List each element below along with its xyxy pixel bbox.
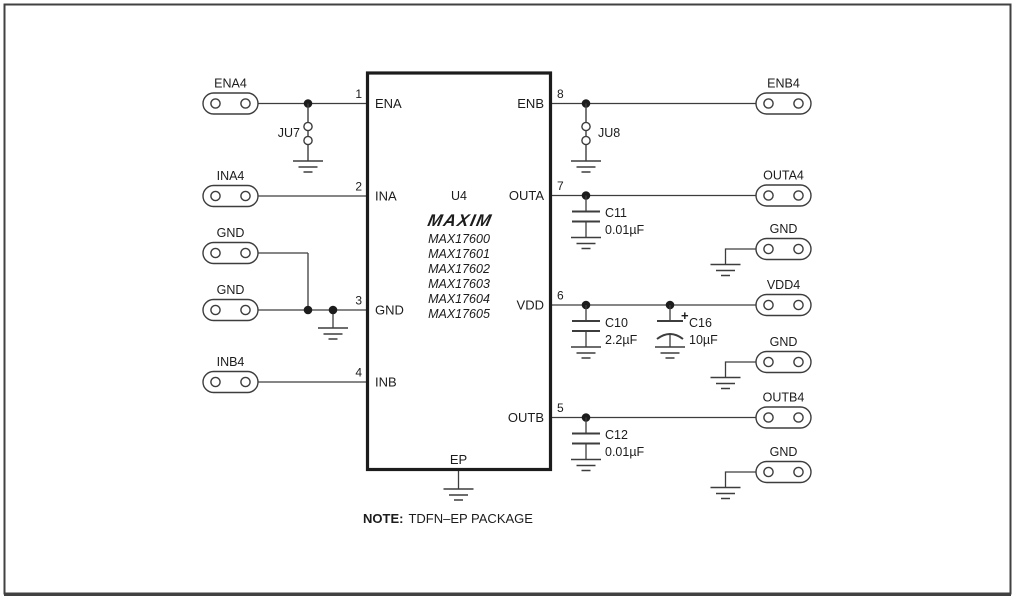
pin-label-inb: INB (375, 375, 397, 390)
capacitor-c11 (571, 194, 601, 239)
pin-number-3: 3 (355, 294, 362, 308)
capacitors: C11 0.01µF C10 2.2µF + C16 10µF C12 0.01… (571, 194, 718, 461)
note-text: NOTE: TDFN–EP PACKAGE (363, 511, 533, 526)
connectors-right: ENB4 OUTA4 GND VDD4 GND OUTB4 GND (755, 77, 812, 484)
maxim-logo: MAXIM (426, 210, 494, 230)
jumper-label-ju8: JU8 (598, 126, 620, 140)
pin-number-4: 4 (355, 366, 362, 380)
part-number: MAX17602 (428, 262, 490, 276)
connector-label-vdd4: VDD4 (767, 278, 800, 292)
wire-gnd-r2 (724, 361, 757, 378)
pin-number-8: 8 (557, 87, 564, 101)
ground-symbol-ju7 (292, 160, 324, 173)
pin-label-outb: OUTB (508, 410, 544, 425)
connector-label-outb4: OUTB4 (763, 391, 805, 405)
capacitor-value-c12: 0.01µF (605, 445, 645, 459)
capacitor-ref-c16: C16 (689, 316, 712, 330)
pin-label-gnd: GND (375, 303, 404, 318)
connector-vdd4 (755, 293, 812, 317)
pin-number-7: 7 (557, 179, 564, 193)
capacitor-c12 (571, 416, 601, 461)
ground-symbol-r3 (709, 486, 742, 500)
capacitor-value-c16: 10µF (689, 333, 718, 347)
ground-symbol-ju8 (570, 160, 602, 173)
pin-label-vdd: VDD (517, 298, 544, 313)
page-border (3, 3, 1012, 597)
ground-symbol-r2 (709, 376, 742, 390)
ic-refdes: U4 (451, 189, 467, 203)
pin-label-ina: INA (375, 189, 397, 204)
capacitor-ref-c10: C10 (605, 316, 628, 330)
connector-label-gnd-right2: GND (770, 335, 798, 349)
ground-symbol-ep (442, 488, 475, 501)
svg-text:MAXIM: MAXIM (426, 210, 494, 230)
connector-label-gnd-right3: GND (770, 445, 798, 459)
connector-inb4 (202, 370, 259, 394)
part-number: MAX17605 (428, 307, 490, 321)
ep-pad-label: EP (450, 452, 467, 467)
connector-label-gnd-left1: GND (217, 226, 245, 240)
pin-label-ena: ENA (375, 96, 402, 111)
junction-dot (328, 305, 338, 315)
ic-body (365, 71, 553, 472)
capacitor-value-c11: 0.01µF (605, 223, 645, 237)
ic-u4: U4 MAXIM MAX17600 MAX17601 MAX17602 MAX1… (365, 71, 553, 472)
junction-dot (303, 305, 313, 315)
connector-outa4 (755, 184, 812, 207)
jumpers: JU7 JU8 (278, 102, 620, 162)
connector-gnd-right2 (755, 350, 812, 374)
connector-gnd-right3 (755, 460, 812, 484)
connector-gnd-right1 (755, 237, 812, 261)
capacitor-ref-c11: C11 (605, 206, 627, 220)
ic-pins: 1 ENA 2 INA 3 GND 4 INB 8 ENB 7 OUTA 6 V… (355, 87, 564, 425)
wire-gnd-r1 (724, 248, 757, 265)
capacitor-polarity-c16: + (681, 308, 689, 323)
pin-label-outa: OUTA (509, 188, 544, 203)
ground-symbol-c11 (570, 236, 602, 250)
pin-number-2: 2 (355, 180, 362, 194)
capacitor-c10 (571, 304, 601, 348)
connector-label-enb4: ENB4 (767, 77, 800, 91)
jumper-label-ju7: JU7 (278, 126, 300, 140)
part-number: MAX17601 (428, 247, 490, 261)
connector-label-inb4: INB4 (217, 355, 245, 369)
connectors-left: ENA4 INA4 GND GND INB4 (202, 77, 259, 394)
ground-symbol-c16 (654, 346, 686, 359)
part-number: MAX17600 (428, 232, 490, 246)
part-number: MAX17604 (428, 292, 490, 306)
jumper-ju8 (581, 102, 591, 162)
connector-label-ina4: INA4 (217, 169, 245, 183)
capacitor-value-c10: 2.2µF (605, 333, 638, 347)
connector-ina4 (202, 184, 259, 208)
connector-gnd-left2 (202, 298, 259, 322)
ground-symbol-gndpin (317, 327, 349, 340)
connector-label-gnd-left2: GND (217, 283, 245, 297)
note-prefix: NOTE: (363, 511, 403, 526)
jumper-ju7 (303, 102, 313, 162)
pin-number-1: 1 (355, 87, 362, 101)
part-number: MAX17603 (428, 277, 490, 291)
wire-gnd-r3 (724, 471, 757, 488)
connector-label-ena4: ENA4 (214, 77, 247, 91)
connector-outb4 (755, 406, 812, 429)
note-body: TDFN–EP PACKAGE (408, 511, 533, 526)
connector-enb4 (755, 92, 812, 115)
ground-symbol-c12 (570, 458, 602, 472)
capacitor-ref-c12: C12 (605, 428, 628, 442)
pin-number-5: 5 (557, 401, 564, 415)
pin-label-enb: ENB (517, 96, 544, 111)
connector-label-outa4: OUTA4 (763, 169, 804, 183)
connector-label-gnd-right1: GND (770, 222, 798, 236)
pin-number-6: 6 (557, 289, 564, 303)
ground-symbol-c10 (570, 346, 602, 359)
connector-gnd-left1 (202, 241, 259, 265)
ground-symbol-r1 (709, 263, 742, 277)
connector-ena4 (202, 92, 259, 115)
capacitor-c16 (656, 304, 684, 348)
